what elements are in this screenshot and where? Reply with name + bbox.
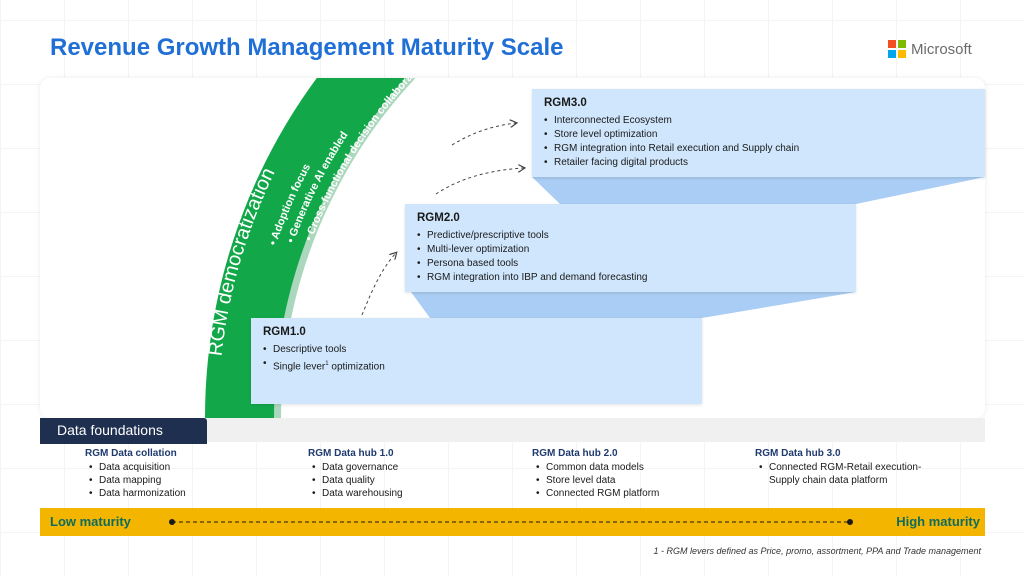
tier-item: Interconnected Ecosystem [544, 114, 973, 128]
high-maturity-label: High maturity [896, 514, 980, 529]
maturity-line [169, 519, 853, 525]
tier-title: RGM1.0 [263, 326, 306, 338]
hub-data-hub-2: RGM Data hub 2.0 Common data models Stor… [532, 448, 732, 500]
hub-item: Data acquisition [85, 461, 285, 474]
tier-item: Single lever1 optimization [263, 357, 690, 374]
page-title: Revenue Growth Management Maturity Scale [50, 34, 564, 61]
hub-item: Store level data [532, 474, 732, 487]
tier-item: Multi-lever optimization [417, 243, 844, 257]
maturity-start-dot [169, 519, 175, 525]
hub-item: Connected RGM-Retail execution-Supply ch… [755, 461, 925, 487]
step-shadow [411, 292, 856, 318]
hub-item: Data governance [308, 461, 508, 474]
progress-arrow [435, 168, 524, 195]
tier-box: RGM2.0 Predictive/prescriptive tools Mul… [405, 204, 856, 292]
hub-item: Common data models [532, 461, 732, 474]
microsoft-logo-icon [888, 40, 906, 58]
tier-item: Store level optimization [544, 128, 973, 142]
tier-item: Retailer facing digital products [544, 156, 973, 170]
step-shadow [532, 177, 985, 204]
foundations-bar [207, 418, 985, 442]
low-maturity-label: Low maturity [50, 514, 131, 529]
hub-item: Data warehousing [308, 487, 508, 500]
microsoft-logo: Microsoft [888, 40, 972, 58]
footnote: 1 - RGM levers defined as Price, promo, … [653, 546, 981, 556]
maturity-scale: Low maturity High maturity [40, 508, 985, 536]
tier-title: RGM3.0 [544, 97, 587, 109]
tier-item: RGM integration into Retail execution an… [544, 142, 973, 156]
progress-arrow [361, 253, 396, 316]
tier-item: Persona based tools [417, 257, 844, 271]
tier-item: Predictive/prescriptive tools [417, 229, 844, 243]
hub-title: RGM Data hub 3.0 [755, 448, 841, 459]
hub-title: RGM Data hub 1.0 [308, 448, 394, 459]
hub-item: Data quality [308, 474, 508, 487]
tier-item: RGM integration into IBP and demand fore… [417, 271, 844, 285]
maturity-end-dot [847, 519, 853, 525]
hub-item: Data mapping [85, 474, 285, 487]
hub-item: Connected RGM platform [532, 487, 732, 500]
hub-title: RGM Data hub 2.0 [532, 448, 618, 459]
hub-item: Data harmonization [85, 487, 285, 500]
hub-data-hub-3: RGM Data hub 3.0 Connected RGM-Retail ex… [755, 448, 925, 487]
foundations-tab: Data foundations [40, 418, 207, 444]
tier-box: RGM1.0 Descriptive tools Single lever1 o… [251, 318, 702, 404]
hub-data-collation: RGM Data collation Data acquisition Data… [85, 448, 285, 500]
hub-title: RGM Data collation [85, 448, 177, 459]
tier-item: Descriptive tools [263, 343, 690, 357]
tier-box: RGM3.0 Interconnected Ecosystem Store le… [532, 89, 985, 177]
hub-data-hub-1: RGM Data hub 1.0 Data governance Data qu… [308, 448, 508, 500]
tier-title: RGM2.0 [417, 212, 460, 224]
logo-text: Microsoft [911, 40, 972, 58]
progress-arrow [451, 123, 516, 146]
